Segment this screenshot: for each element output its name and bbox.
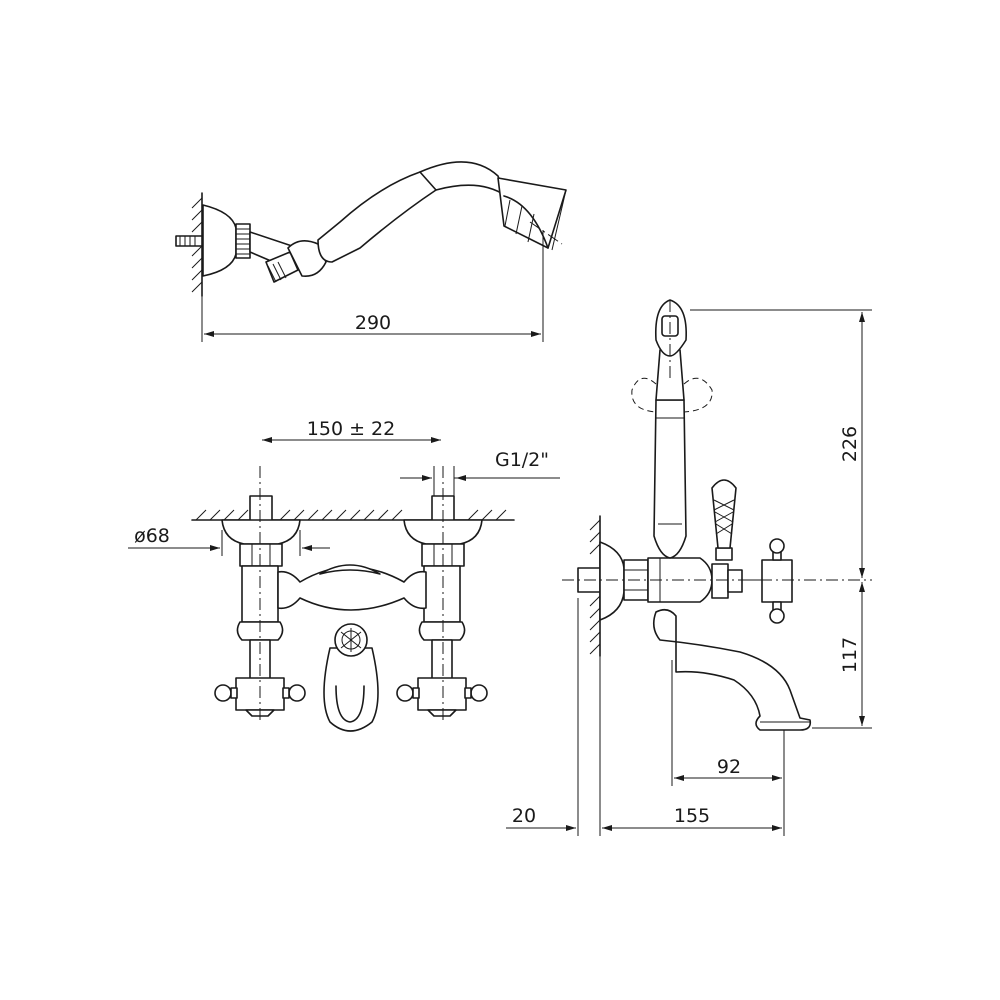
dim-wall-offset: 20 — [512, 805, 536, 827]
dim-spout-reach: 92 — [717, 756, 741, 778]
dim-spout-height: 117 — [839, 637, 861, 673]
hand-shower-view: 290 — [175, 161, 567, 342]
dim-thread: G1/2" — [495, 449, 549, 471]
dim-inlet-spacing: 150 ± 22 — [307, 418, 395, 440]
dim-hand-shower-length: 290 — [355, 312, 391, 334]
dim-escutcheon-diameter: ø68 — [134, 525, 170, 547]
side-view: 226 117 92 20 155 — [506, 299, 872, 836]
dim-total-projection: 155 — [674, 805, 710, 827]
front-view: 150 ± 22 G1/2" ø68 — [128, 418, 560, 732]
dim-overall-height: 226 — [839, 426, 861, 462]
